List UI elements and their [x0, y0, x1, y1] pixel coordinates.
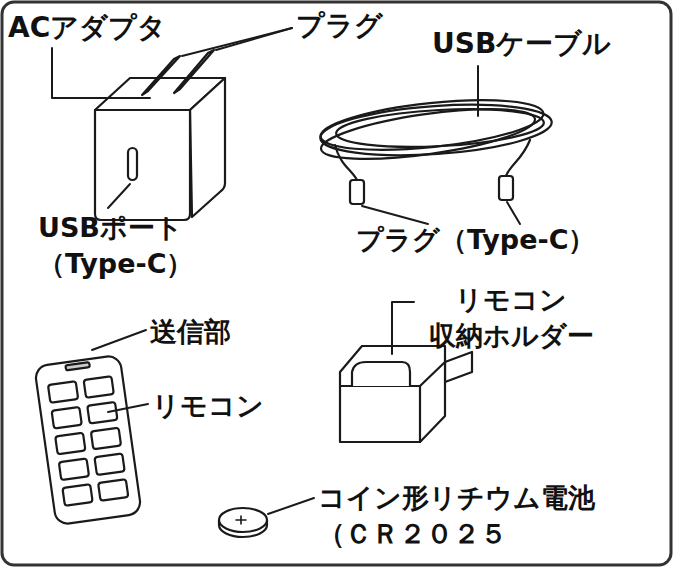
usb-port — [128, 148, 137, 180]
remote-holder — [340, 346, 472, 442]
coin-battery — [219, 508, 267, 537]
part-label: プラグ（Type-C） — [356, 222, 595, 258]
remote — [34, 355, 141, 525]
part-label: ACアダプタ — [8, 10, 166, 47]
remote-button — [87, 402, 117, 424]
remote-button — [98, 479, 128, 501]
usb-cable — [318, 91, 553, 204]
type-c-plug — [499, 176, 513, 200]
remote-button — [84, 376, 114, 398]
remote-button — [55, 433, 85, 455]
part-label: リモコン — [152, 388, 264, 424]
remote-button — [94, 453, 124, 475]
part-label: 送信部 — [150, 314, 231, 350]
ac-adapter — [95, 50, 225, 220]
part-label: プラグ — [296, 8, 383, 45]
transmitter — [65, 362, 89, 370]
part-label: USBポート （Type-C） — [38, 210, 228, 281]
remote-button — [62, 484, 92, 506]
remote-button — [52, 407, 82, 429]
part-label: USBケーブル — [432, 26, 611, 63]
remote-button — [59, 458, 89, 480]
remote-button — [48, 381, 78, 403]
remote-button — [91, 428, 121, 450]
part-label: コイン形リチウム電池 （ＣＲ２０２５ — [318, 480, 663, 551]
type-c-plug — [350, 180, 364, 204]
part-label: リモコン 収納ホルダー — [416, 282, 606, 353]
